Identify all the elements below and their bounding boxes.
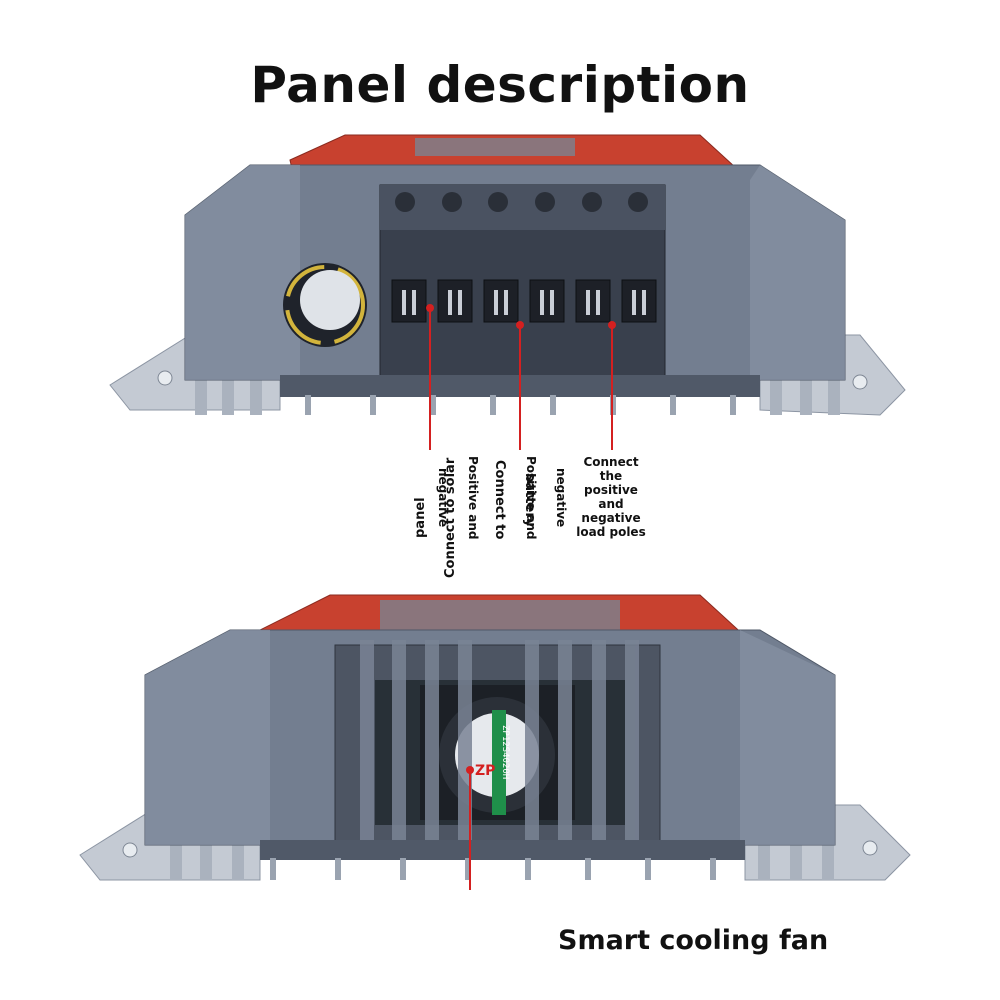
label-solar-4: panel: [413, 497, 428, 538]
label-battery-1: Positive and: [524, 455, 538, 540]
label-battery-group: battery Connect to: [492, 455, 552, 545]
terminal-solar-neg[interactable]: [437, 279, 473, 323]
terminal-row: [391, 279, 657, 323]
voltage-dial[interactable]: [283, 263, 367, 347]
controller-fan-view: ZP12S4020H ZP: [0, 590, 1000, 890]
label-battery-2: negative: [554, 467, 568, 528]
terminal-battery-pos[interactable]: [483, 279, 519, 323]
fan-brand-text: ZP: [475, 763, 495, 779]
controller-terminal-view: [0, 120, 1000, 450]
label-battery-3: Connect to: [492, 460, 507, 540]
terminal-solar-pos[interactable]: [391, 279, 427, 323]
fan-model-text: ZP12S4020H: [500, 725, 510, 779]
page-title: Panel description: [250, 56, 750, 114]
label-solar-1: Positive and: [466, 455, 480, 540]
terminal-load-neg[interactable]: [621, 279, 657, 323]
callout-lines-top: [429, 308, 613, 450]
label-load: Connect the positive and negative load p…: [576, 455, 646, 539]
cooling-fan[interactable]: ZP12S4020H ZP: [420, 685, 575, 820]
label-battery-4: battery: [522, 472, 537, 528]
label-fan: Smart cooling fan: [558, 925, 829, 956]
label-solar-pn: Positive and negative: [435, 455, 495, 540]
terminal-battery-neg[interactable]: [529, 279, 565, 323]
label-solar-2: negative: [436, 467, 450, 528]
label-battery-pn: negative Positive and: [523, 450, 583, 545]
callout-line-fan: [469, 770, 471, 890]
terminal-load-pos[interactable]: [575, 279, 611, 323]
